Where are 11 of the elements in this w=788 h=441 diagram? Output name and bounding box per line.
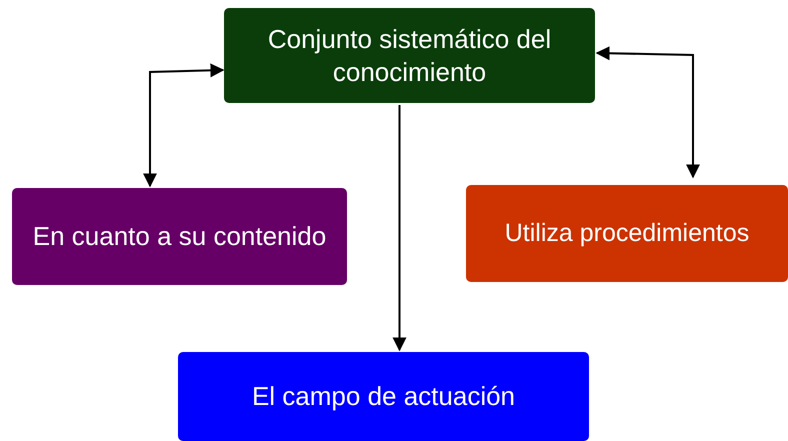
arrow bbox=[143, 63, 224, 188]
box-label: Utiliza procedimientos bbox=[504, 218, 750, 249]
arrow bbox=[596, 46, 700, 178]
process-box bbox=[12, 188, 347, 285]
process-box bbox=[466, 185, 788, 282]
arrow bbox=[392, 105, 406, 352]
process-box bbox=[178, 352, 589, 441]
box-label: En cuanto a su contenido bbox=[32, 220, 326, 253]
box-label: El campo de actuación bbox=[252, 380, 516, 413]
process-box bbox=[224, 8, 595, 103]
box-label: Conjunto sistemático del conocimiento bbox=[266, 23, 552, 88]
